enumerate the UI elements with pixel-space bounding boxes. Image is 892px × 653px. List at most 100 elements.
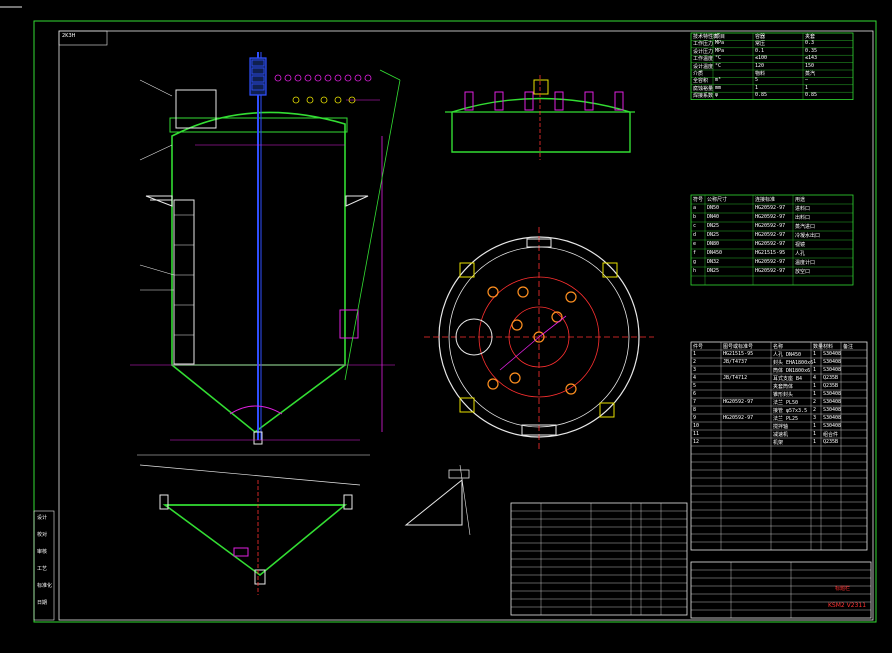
spec-cell: 0.3: [805, 40, 815, 47]
plan-angle-leader: [538, 315, 567, 338]
nozzle-cell: 出料口: [795, 215, 811, 221]
vessel-body: [171, 111, 346, 366]
parts-cell: 1: [813, 439, 817, 445]
head-nozzle: [464, 91, 474, 111]
drawing-title-mark: KSM2 V2311: [828, 602, 867, 609]
parts-cell: 2: [693, 359, 697, 365]
nozzle-cell: HG20592-97: [755, 232, 786, 238]
plan-nozzle: [509, 372, 521, 384]
parts-cell: 法兰 PL25: [773, 416, 799, 422]
parts-grid-right: [690, 341, 868, 551]
plan-nozzle: [517, 286, 529, 298]
support-lug-left-plate: [145, 195, 173, 207]
spec-cell: 蒸汽: [805, 71, 816, 77]
drive-motor: [249, 57, 267, 96]
gusset-top-lug: [448, 469, 470, 479]
parts-cell: HG20592-97: [723, 399, 754, 405]
spec-cell: —: [805, 77, 809, 84]
spec-cell: mm: [715, 84, 722, 91]
parts-cell: 减速机: [773, 432, 789, 438]
spec-cell: 技术特性表: [693, 34, 719, 40]
parts-cell: 人孔 DN450: [773, 352, 802, 358]
parts-cell: 1: [813, 367, 817, 373]
spec-cell: 0.85: [805, 92, 818, 99]
top-nozzle-marker: [314, 74, 322, 82]
spec-grid-border: [690, 32, 854, 100]
top-nozzle-flange: [320, 96, 328, 104]
drain-valve: [253, 431, 263, 445]
spec-cell: 120: [755, 62, 765, 69]
parts-cell: 5: [693, 383, 697, 389]
parts-cell: S30408: [823, 391, 842, 397]
side-note: 日期: [37, 600, 48, 606]
spec-cell: MPa: [715, 47, 725, 54]
side-note: 校对: [37, 532, 48, 538]
spec-cell: 常压: [755, 41, 766, 48]
parts-cell: 1: [693, 351, 697, 357]
head-nozzle: [614, 91, 624, 111]
plan-nozzle: [511, 319, 523, 331]
jacket-sight-glass: [173, 199, 195, 365]
parts-cell: 2: [813, 399, 817, 405]
parts-cell: 1: [813, 383, 817, 389]
parts-cell: 图号或标准号: [723, 344, 754, 350]
spec-cell: 项目: [715, 34, 726, 40]
head-nozzle: [524, 91, 534, 111]
head-elevation: [451, 97, 631, 153]
cone-detail-cut: [139, 464, 361, 486]
motor-fin: [251, 67, 265, 75]
nozzle-cell: d: [693, 232, 697, 238]
parts-cell: 11: [693, 431, 700, 437]
parts-cell: 7: [693, 399, 697, 405]
nozzle-cell: DN32: [707, 259, 720, 265]
bottom-agitator-blade: [229, 405, 283, 415]
nozzle-cell: HG20592-97: [755, 259, 786, 265]
plan-support-lug: [599, 402, 615, 418]
spec-cell: 夹套: [805, 34, 816, 40]
spec-cell: 物料: [755, 71, 766, 77]
parts-cell: 备注: [843, 344, 854, 350]
gusset-detail: [404, 478, 463, 526]
cone-detail-lug-left: [159, 494, 169, 510]
nozzle-cell: a: [693, 205, 697, 211]
parts-cell: S30408: [823, 407, 842, 413]
parts-cell: 8: [693, 407, 697, 413]
parts-cell: 3: [813, 415, 817, 421]
parts-cell: HG20592-97: [723, 415, 754, 421]
spec-cell: 1: [755, 84, 759, 91]
top-nozzle-flange: [334, 96, 342, 104]
nozzle-cell: HG21515-95: [755, 250, 786, 256]
parts-cell: 耳式支座 B4: [773, 376, 803, 382]
spec-cell: 0.85: [755, 92, 768, 99]
leader-a: [139, 79, 173, 97]
nozzle-cell: 温度计口: [795, 260, 816, 266]
spec-cell: 工作压力: [693, 41, 714, 48]
corner-tag-box: [58, 30, 108, 46]
nozzle-cell: b: [693, 214, 697, 220]
parts-cell: JB/T4712: [723, 375, 748, 381]
nozzle-cell: DN25: [707, 268, 720, 274]
parts-cell: 1: [813, 423, 817, 429]
spec-cell: °C: [715, 55, 722, 62]
nozzle-cell: 放空口: [795, 269, 811, 275]
nozzle-cell: DN80: [707, 241, 720, 247]
leader-b: [139, 144, 173, 161]
parts-cell: 机架: [773, 440, 784, 446]
plan-shaft: [533, 331, 545, 343]
plan-nozzle: [487, 378, 499, 390]
top-nozzle-marker: [294, 74, 302, 82]
nozzle-cell: f: [693, 250, 697, 256]
parts-cell: Q235B: [823, 375, 839, 381]
top-nozzle-marker: [274, 74, 282, 82]
manhole-cover: [175, 89, 217, 129]
parts-cell: S30408: [823, 351, 842, 357]
parts-cell: 组合件: [823, 432, 839, 438]
parts-cell: 1: [813, 359, 817, 365]
side-notes-box: [33, 510, 55, 621]
top-nozzle-marker: [354, 74, 362, 82]
nozzle-cell: 视镜: [795, 242, 806, 248]
nozzle-cell: 进料口: [795, 206, 811, 212]
parts-cell: Q235B: [823, 383, 839, 389]
top-nozzle-flange: [292, 96, 300, 104]
